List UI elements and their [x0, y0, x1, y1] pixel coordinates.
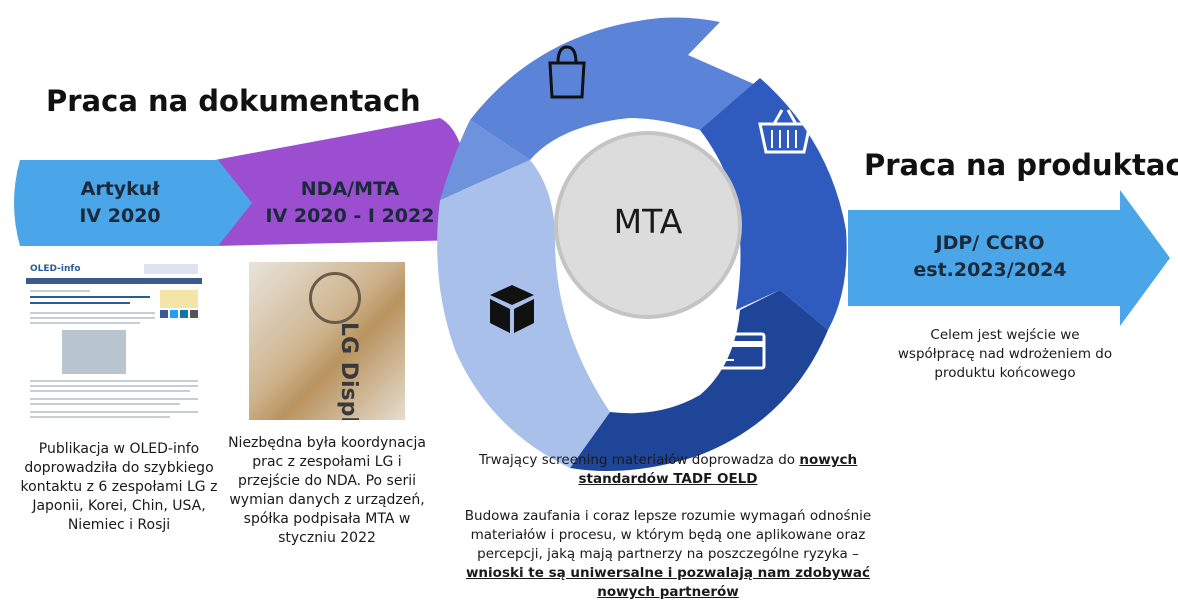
oled-info-logo: OLED-info [30, 264, 81, 274]
nda-stage-band [215, 118, 462, 246]
center-label: MTA [613, 202, 683, 241]
ring-segment-bottom [570, 290, 828, 472]
article-stage-arrow [14, 160, 252, 246]
lg-display-photo: LG Display [249, 262, 405, 420]
shopping-basket-icon [758, 109, 812, 154]
credit-card-icon [712, 332, 766, 370]
screening-note: Trwający screening materiałów doprowadza… [478, 452, 858, 487]
article-thumbnail: OLED-info [26, 262, 202, 430]
ring-segment-top [470, 17, 772, 160]
documents-heading: Praca na dokumentach [46, 84, 421, 118]
cycle-ring [437, 17, 847, 472]
lg-display-text: LG Display [336, 322, 361, 420]
products-heading: Praca na produktach [864, 148, 1178, 182]
center-circle [554, 131, 742, 319]
shopping-bag-icon [548, 45, 586, 99]
package-box-icon [490, 285, 534, 333]
ring-segment-inner-left [440, 120, 530, 200]
ring-segment-right [700, 78, 847, 330]
product-stage-arrow [848, 190, 1170, 326]
trust-note: Budowa zaufania i coraz lepsze rozumie w… [464, 508, 872, 600]
